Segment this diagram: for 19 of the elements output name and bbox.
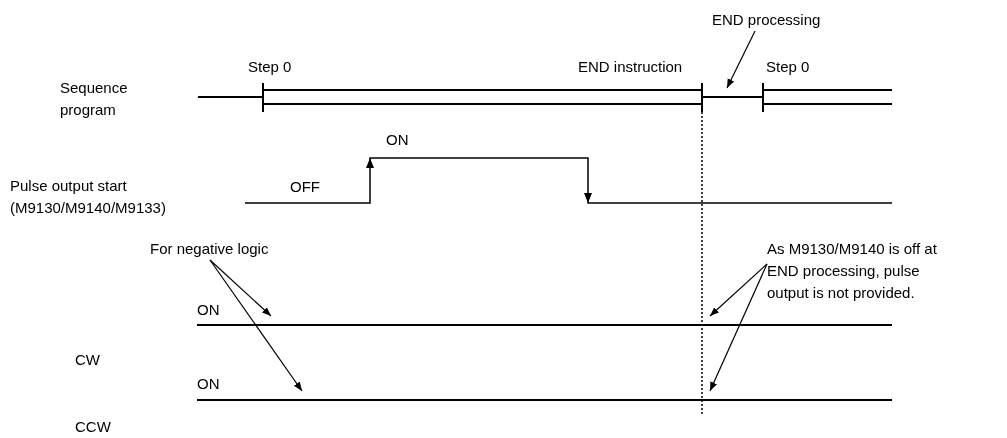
diagram-label: OFF <box>290 177 320 197</box>
leader-arrow <box>209 259 303 392</box>
diagram-label: ON <box>197 374 220 394</box>
diagram-label: CW <box>75 350 100 370</box>
callout-text: END processing <box>712 9 872 31</box>
callout-text: For negative logic <box>150 238 290 260</box>
callout-text: As M9130/M9140 is off at END processing, pulse output is not provided. <box>767 238 953 304</box>
diagram-label: CCW <box>75 417 111 437</box>
diagram-label: END instruction <box>578 57 683 77</box>
leader-arrow <box>726 30 756 89</box>
diagram-label: Step 0 <box>766 57 810 77</box>
diagram-label: Pulse output start (M9130/M9140/M9133) <box>10 176 167 218</box>
diagram-label: ON <box>197 300 220 320</box>
leader-arrow <box>709 263 768 317</box>
diagram-label: Step 0 <box>248 57 292 77</box>
diagram-label: Sequence program <box>60 78 129 120</box>
leader-arrow <box>209 259 272 317</box>
leader-arrow <box>709 263 768 392</box>
diagram-label: ON <box>386 130 409 150</box>
